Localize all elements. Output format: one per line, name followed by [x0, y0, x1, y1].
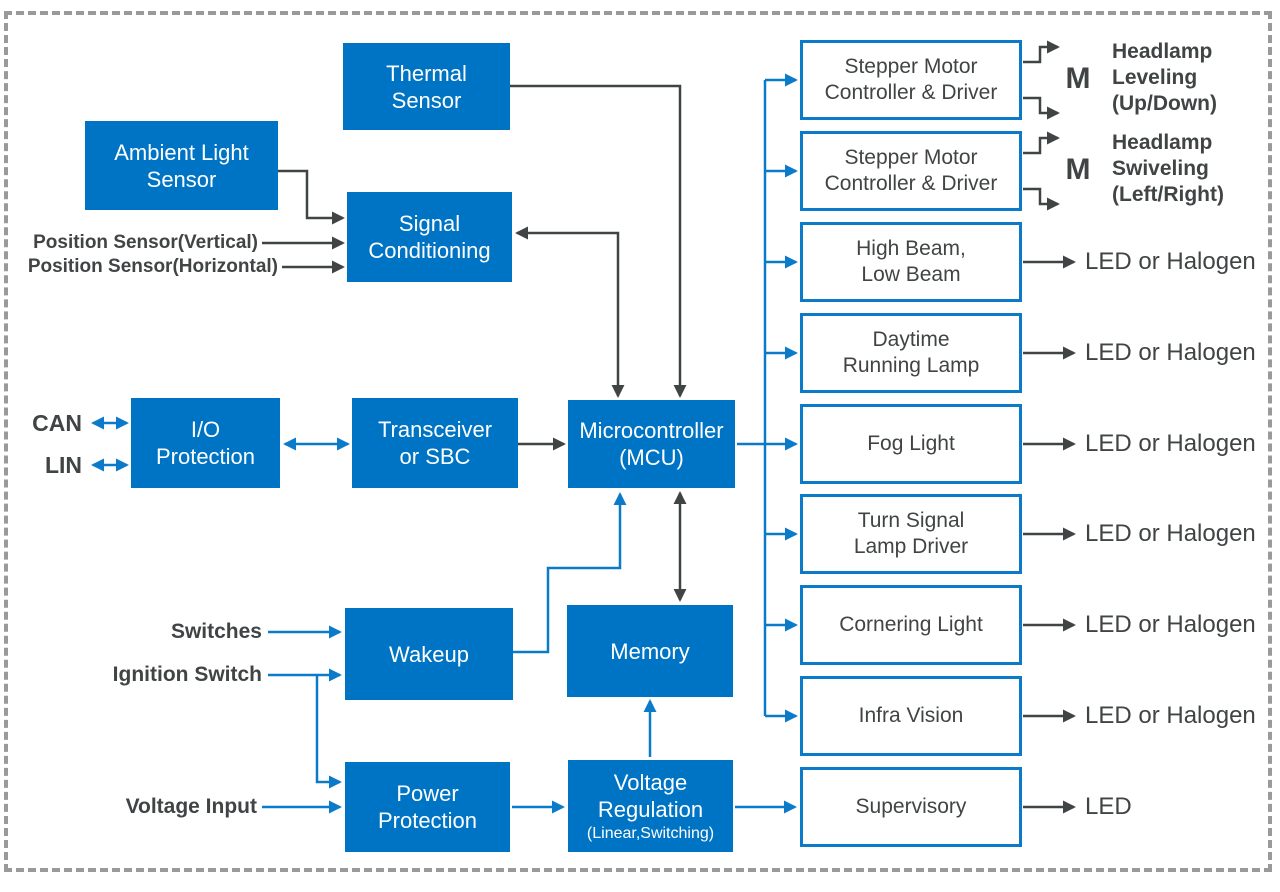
voltage-regulation-sublabel: (Linear,Switching): [586, 824, 715, 842]
diagram-dashed-frame: [4, 11, 1272, 872]
output-block-turn-signal-lamp-driver: Turn Signal Lamp Driver: [800, 494, 1022, 574]
label-led-or-halogen-turnsignal: LED or Halogen: [1085, 520, 1256, 547]
label-led-or-halogen-highbeam: LED or Halogen: [1085, 248, 1256, 275]
label-voltage-input: Voltage Input: [125, 795, 257, 818]
motor-symbol-2: M: [1065, 153, 1091, 186]
block-power-protection: Power Protection: [345, 762, 510, 852]
block-thermal-sensor: Thermal Sensor: [343, 43, 510, 130]
output-block-supervisory: Supervisory: [800, 767, 1022, 847]
output-block-cornering-light: Cornering Light: [800, 585, 1022, 665]
output-block-fog-light: Fog Light: [800, 404, 1022, 484]
motor-symbol-1: M: [1065, 62, 1091, 95]
label-switches: Switches: [170, 620, 262, 643]
connector-ignition-to-power: [315, 675, 342, 789]
label-led-or-halogen-daytime: LED or Halogen: [1085, 339, 1256, 366]
label-can: CAN: [32, 410, 82, 436]
voltage-regulation-label: Voltage Regulation: [597, 769, 704, 822]
output-block-daytime-running-lamp: Daytime Running Lamp: [800, 313, 1022, 393]
connector-mcu-signal-conditioning: [515, 226, 625, 398]
connector-stepper2-motor-upper: [1023, 131, 1060, 155]
connector-stepper2-motor-lower: [1023, 187, 1060, 211]
output-block-infra-vision: Infra Vision: [800, 676, 1022, 756]
block-signal-conditioning: Signal Conditioning: [347, 192, 512, 282]
block-memory: Memory: [567, 605, 733, 697]
connector-ambient-to-signal-conditioning: [278, 169, 345, 225]
connector-stepper1-motor-lower: [1023, 96, 1060, 120]
block-microcontroller-mcu: Microcontroller (MCU): [568, 400, 735, 488]
output-block-high-low-beam: High Beam, Low Beam: [800, 222, 1022, 302]
label-led-or-halogen-cornering: LED or Halogen: [1085, 611, 1256, 638]
label-lin: LIN: [44, 452, 82, 478]
output-block-stepper-motor-1: Stepper Motor Controller & Driver: [800, 40, 1022, 120]
label-position-sensor-horizontal: Position Sensor(Horizontal): [27, 256, 278, 277]
block-wakeup: Wakeup: [345, 608, 513, 700]
label-headlamp-leveling: Headlamp Leveling (Up/Down): [1112, 40, 1217, 115]
output-block-stepper-motor-2: Stepper Motor Controller & Driver: [800, 131, 1022, 211]
connector-wakeup-to-mcu: [513, 492, 627, 654]
label-led-or-halogen-fog: LED or Halogen: [1085, 430, 1256, 457]
block-transceiver-or-sbc: Transceiver or SBC: [352, 398, 518, 488]
label-led-supervisory: LED: [1085, 793, 1132, 820]
block-voltage-regulation: Voltage Regulation (Linear,Switching): [568, 760, 733, 852]
label-ignition-switch: Ignition Switch: [112, 663, 262, 686]
block-ambient-light-sensor: Ambient Light Sensor: [85, 121, 278, 210]
label-led-or-halogen-infravision: LED or Halogen: [1085, 702, 1256, 729]
connector-stepper1-motor-upper: [1023, 40, 1060, 64]
block-io-protection: I/O Protection: [131, 398, 280, 488]
label-position-sensor-vertical: Position Sensor(Vertical): [33, 232, 258, 253]
connector-thermal-to-mcu: [510, 84, 687, 398]
label-headlamp-swiveling: Headlamp Swiveling (Left/Right): [1112, 131, 1224, 206]
